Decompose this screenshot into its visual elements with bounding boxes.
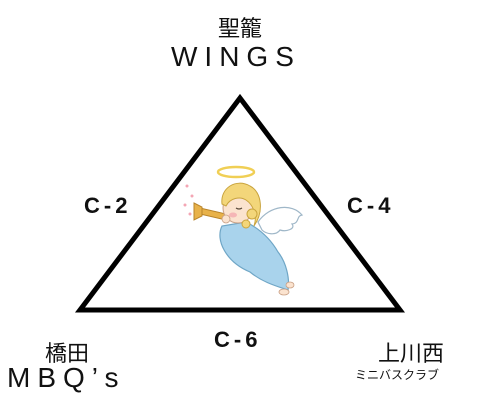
angel-trumpet-illustration	[183, 165, 304, 296]
right-team-name-jp: 上川西	[378, 342, 445, 367]
left-team-name-jp: 橋田	[45, 342, 90, 367]
edge-label-left: C-2	[84, 193, 132, 218]
matchup-triangle	[74, 93, 406, 313]
right-team-name-sub: ミニバスクラブ	[355, 368, 440, 382]
left-team-name-en: MBQ’s	[7, 362, 126, 393]
edge-label-right: C-4	[347, 193, 395, 218]
top-team-name-jp: 聖籠	[218, 17, 263, 42]
top-team-name-en: WINGS	[171, 41, 301, 72]
edge-label-bottom: C-6	[214, 327, 262, 352]
